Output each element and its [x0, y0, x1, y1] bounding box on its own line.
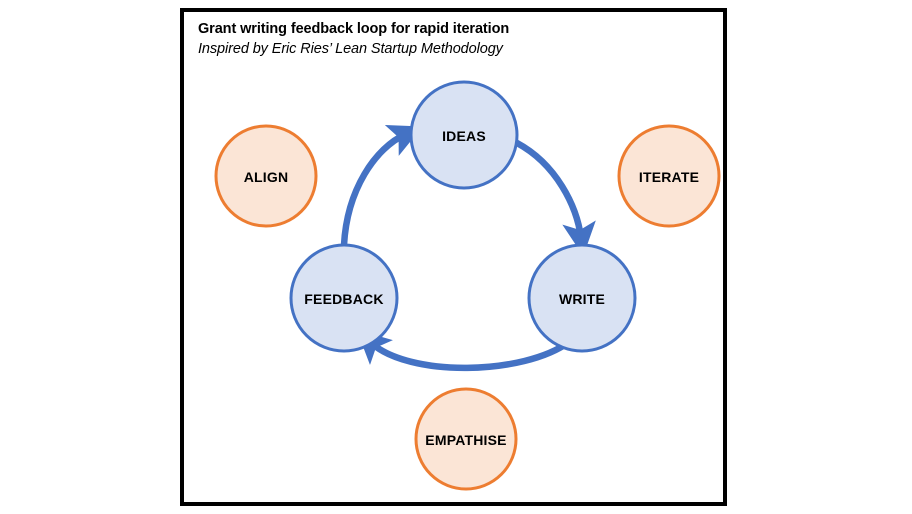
cycle-arrows: [340, 125, 596, 372]
diagram-frame: Grant writing feedback loop for rapid it…: [180, 8, 727, 506]
empathise-label: EMPATHISE: [425, 432, 506, 448]
ideas-circle[interactable]: [409, 80, 519, 190]
align-circle[interactable]: [214, 124, 318, 228]
title-block: Grant writing feedback loop for rapid it…: [198, 20, 698, 59]
page-title: Grant writing feedback loop for rapid it…: [198, 21, 510, 37]
cycle-node-ideas[interactable]: IDEAS: [409, 80, 519, 190]
satellite-node-empathise[interactable]: EMPATHISE: [414, 387, 518, 491]
align-label: ALIGN: [244, 169, 289, 185]
arrow-feedback-to-ideas: [340, 125, 423, 249]
empathise-circle[interactable]: [414, 387, 518, 491]
cycle-node-write[interactable]: WRITE: [527, 243, 637, 353]
ideas-label: IDEAS: [442, 128, 486, 144]
cycle-diagram: ALIGN ITERATE EMPATHISE IDEAS WRITE: [214, 80, 721, 491]
feedback-circle[interactable]: [289, 243, 399, 353]
cycle-node-feedback[interactable]: FEEDBACK: [289, 243, 399, 353]
satellite-node-align[interactable]: ALIGN: [214, 124, 318, 228]
arrow-ideas-to-write: [513, 139, 596, 257]
page-subtitle: Inspired by Eric Ries’ Lean Startup Meth…: [198, 40, 503, 57]
satellite-node-iterate[interactable]: ITERATE: [617, 124, 721, 228]
write-circle[interactable]: [527, 243, 637, 353]
iterate-label: ITERATE: [639, 169, 699, 185]
feedback-label: FEEDBACK: [304, 291, 383, 307]
write-label: WRITE: [559, 291, 605, 307]
arrow-write-to-feedback: [356, 329, 573, 372]
iterate-circle[interactable]: [617, 124, 721, 228]
